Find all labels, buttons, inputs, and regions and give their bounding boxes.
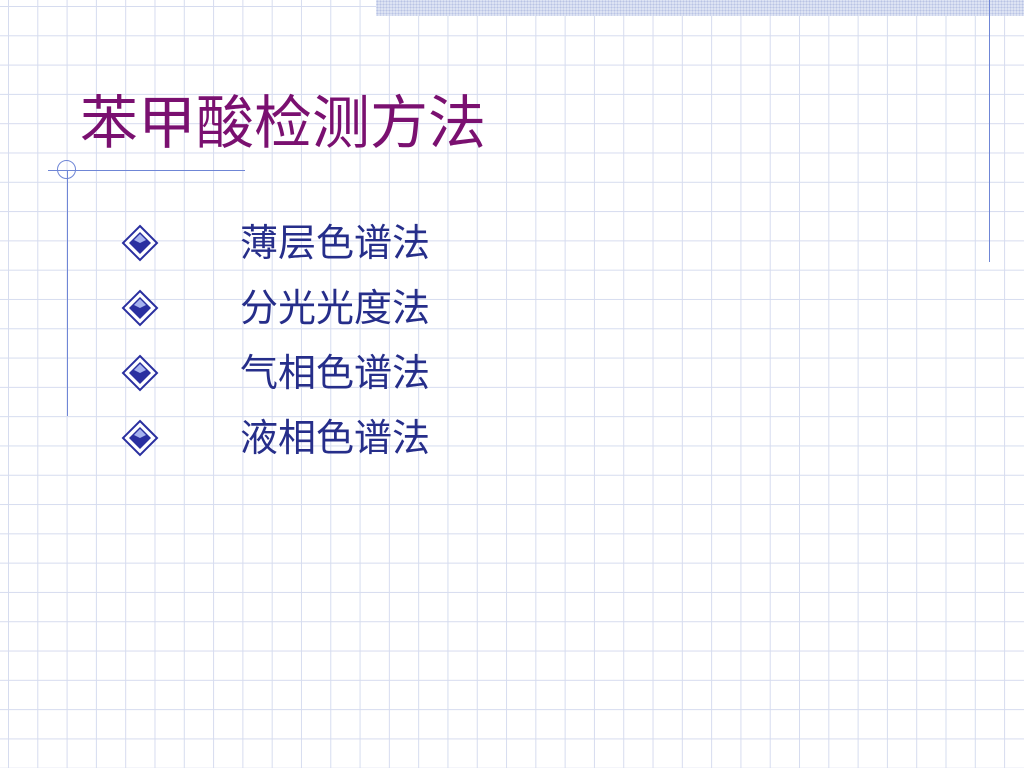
bullet-label: 薄层色谱法 bbox=[240, 220, 431, 265]
bullet-list: 薄层色谱法 分光光度法 气相色谱法 液相色谱法 bbox=[120, 210, 430, 470]
diamond-bullet-icon bbox=[121, 354, 159, 391]
diamond-bullet-icon bbox=[121, 289, 159, 326]
diamond-bullet-icon bbox=[121, 419, 159, 456]
left-vertical-rule bbox=[67, 170, 68, 416]
slide-title: 苯甲酸检测方法 bbox=[80, 89, 487, 157]
bullet-item: 液相色谱法 bbox=[120, 405, 430, 470]
top-decorative-band bbox=[376, 0, 1024, 16]
crosshair-circle-icon bbox=[57, 160, 76, 179]
bullet-label: 气相色谱法 bbox=[240, 350, 431, 395]
bullet-label: 分光光度法 bbox=[240, 285, 431, 330]
bullet-label: 液相色谱法 bbox=[240, 415, 431, 460]
bullet-item: 薄层色谱法 bbox=[120, 210, 430, 275]
diamond-bullet-icon bbox=[121, 224, 159, 261]
title-underline-rule bbox=[48, 170, 245, 171]
bullet-item: 气相色谱法 bbox=[120, 340, 430, 405]
right-vertical-rule bbox=[989, 0, 990, 262]
bullet-item: 分光光度法 bbox=[120, 275, 430, 340]
